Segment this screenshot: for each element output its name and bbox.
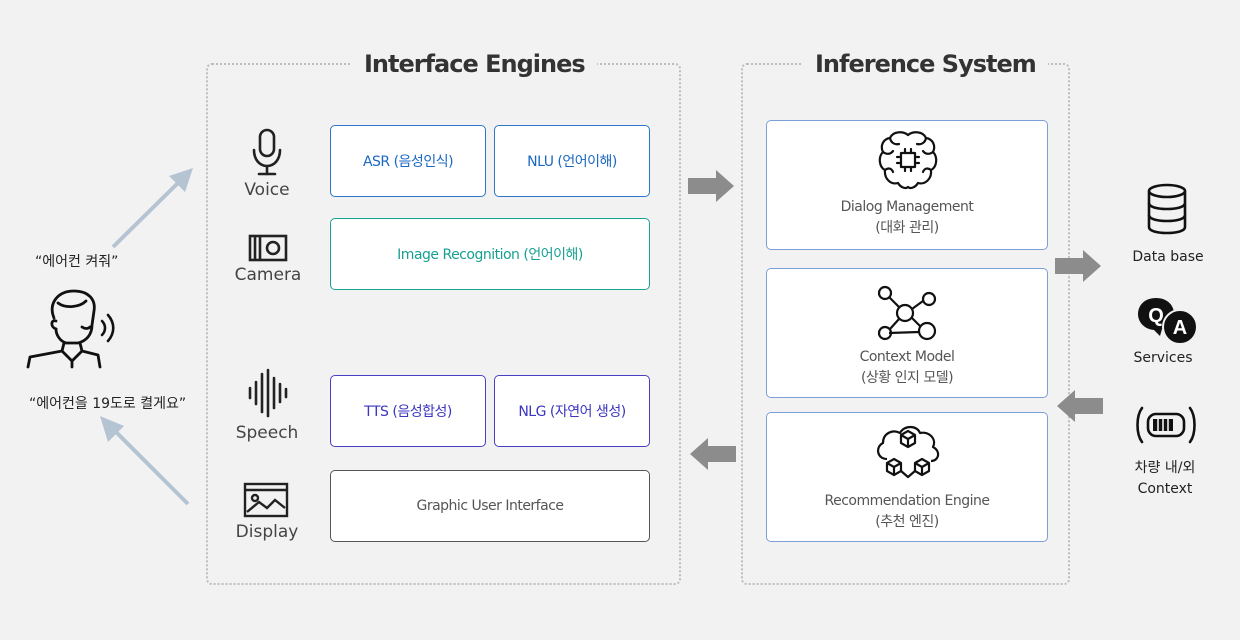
recommendation-engine-sub: (추천 엔진) — [875, 514, 939, 530]
database-icon — [1147, 183, 1187, 235]
dialog-management-sub: (대화 관리) — [875, 220, 939, 236]
arrow-to-database-icon — [1055, 250, 1101, 282]
vehicle-context-label-line1: 차량 내/외 — [1134, 460, 1196, 476]
vehicle-context-label: 차량 내/외 Context — [1110, 458, 1220, 500]
svg-text:A: A — [1173, 317, 1187, 339]
inference-system-title: Inference System — [803, 50, 1048, 78]
user-section: “에어컨 켜줘” “에어컨을 19도로 켤게요” — [0, 0, 200, 640]
network-nodes-icon — [877, 285, 937, 341]
arrow-right-icon — [688, 170, 734, 202]
vehicle-context-label-line2: Context — [1137, 481, 1193, 497]
response-arrow-icon — [100, 416, 190, 506]
recommendation-engine-name: Recommendation Engine — [824, 493, 990, 509]
nlu-box: NLU (언어이해) — [494, 125, 650, 197]
dialog-management-box: Dialog Management (대화 관리) — [766, 120, 1048, 250]
arrow-from-context-icon — [1057, 390, 1103, 422]
voice-label: Voice — [244, 180, 290, 200]
image-recognition-box: Image Recognition (언어이해) — [330, 218, 650, 290]
microphone-icon — [252, 128, 282, 176]
recommendation-engine-box: Recommendation Engine (추천 엔진) — [766, 412, 1048, 542]
camera-label: Camera — [234, 265, 302, 285]
response-quote: “에어컨을 19도로 켤게요” — [29, 396, 187, 412]
database-label: Data base — [1132, 249, 1204, 265]
tts-box: TTS (음성합성) — [330, 375, 486, 447]
display-label: Display — [235, 522, 299, 542]
dialog-management-name: Dialog Management — [840, 199, 974, 215]
svg-text:Q: Q — [1148, 305, 1164, 327]
cloud-cubes-icon — [877, 425, 940, 479]
brain-chip-icon — [878, 131, 938, 190]
gui-box: Graphic User Interface — [330, 470, 650, 542]
qa-icon: Q A — [1138, 298, 1198, 345]
context-model-sub: (상황 인지 모델) — [860, 370, 954, 386]
services-label: Services — [1133, 350, 1193, 366]
speaking-person-icon — [26, 289, 115, 369]
request-arrow-icon — [111, 168, 193, 249]
arrow-left-icon — [690, 438, 736, 470]
interface-engines-title: Interface Engines — [352, 50, 597, 78]
context-model-name: Context Model — [859, 349, 955, 365]
nlg-box: NLG (자연어 생성) — [494, 375, 650, 447]
car-sensor-icon — [1136, 406, 1196, 444]
context-model-box: Context Model (상황 인지 모델) — [766, 268, 1048, 398]
display-icon — [243, 482, 289, 518]
camera-icon — [248, 234, 288, 262]
sound-wave-icon — [248, 368, 288, 418]
asr-box: ASR (음성인식) — [330, 125, 486, 197]
request-quote: “에어컨 켜줘” — [35, 254, 119, 270]
speech-label: Speech — [235, 423, 299, 443]
